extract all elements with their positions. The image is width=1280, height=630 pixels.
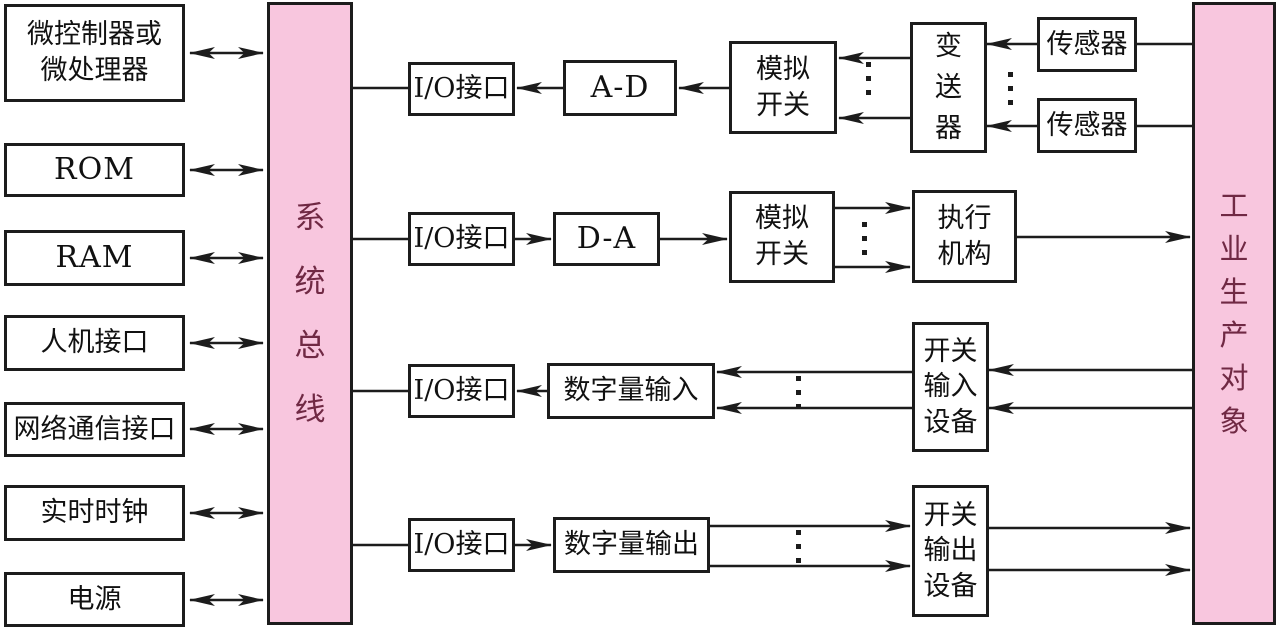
- box-digital-input: 数字量输入: [547, 363, 715, 419]
- box-io-interface-analog-output: I/O接口: [408, 212, 515, 266]
- ellipsis-transmitter-sensors: [1008, 72, 1013, 105]
- box-ram: RAM: [4, 230, 185, 286]
- ellipsis-din-switchin: [796, 376, 801, 409]
- box-rom: ROM: [4, 143, 185, 197]
- ellipsis-mux2-actuator: [862, 222, 867, 255]
- box-analog-switch-input: 模拟 开关: [729, 41, 837, 134]
- box-switch-output-device: 开关 输出 设备: [912, 485, 989, 617]
- box-io-interface-digital-input: I/O接口: [408, 364, 515, 418]
- system-bus-bar: 系 统 总 线: [267, 2, 353, 625]
- box-ad-converter: A-D: [563, 60, 677, 116]
- box-realtime-clock: 实时时钟: [4, 485, 185, 541]
- box-actuator: 执行 机构: [912, 190, 1017, 283]
- box-analog-switch-output: 模拟 开关: [729, 191, 835, 283]
- box-io-interface-analog-input: I/O接口: [408, 62, 515, 116]
- box-network-interface: 网络通信接口: [4, 402, 185, 457]
- box-microcontroller: 微控制器或 微处理器: [4, 4, 185, 102]
- box-switch-input-device: 开关 输入 设备: [912, 322, 989, 452]
- box-transmitter: 变 送 器: [910, 22, 987, 153]
- ellipsis-dout-switchout: [796, 530, 801, 563]
- box-sensor-top: 传感器: [1037, 17, 1137, 72]
- ellipsis-mux1-transmitter: [866, 62, 871, 95]
- industrial-plant-bar: 工 业 生 产 对 象: [1192, 2, 1276, 625]
- box-sensor-bottom: 传感器: [1037, 98, 1137, 153]
- box-hmi-interface: 人机接口: [4, 315, 185, 371]
- box-io-interface-digital-output: I/O接口: [408, 518, 515, 572]
- box-digital-output: 数字量输出: [553, 517, 710, 573]
- box-power-supply: 电源: [4, 572, 185, 627]
- box-da-converter: D-A: [553, 212, 660, 266]
